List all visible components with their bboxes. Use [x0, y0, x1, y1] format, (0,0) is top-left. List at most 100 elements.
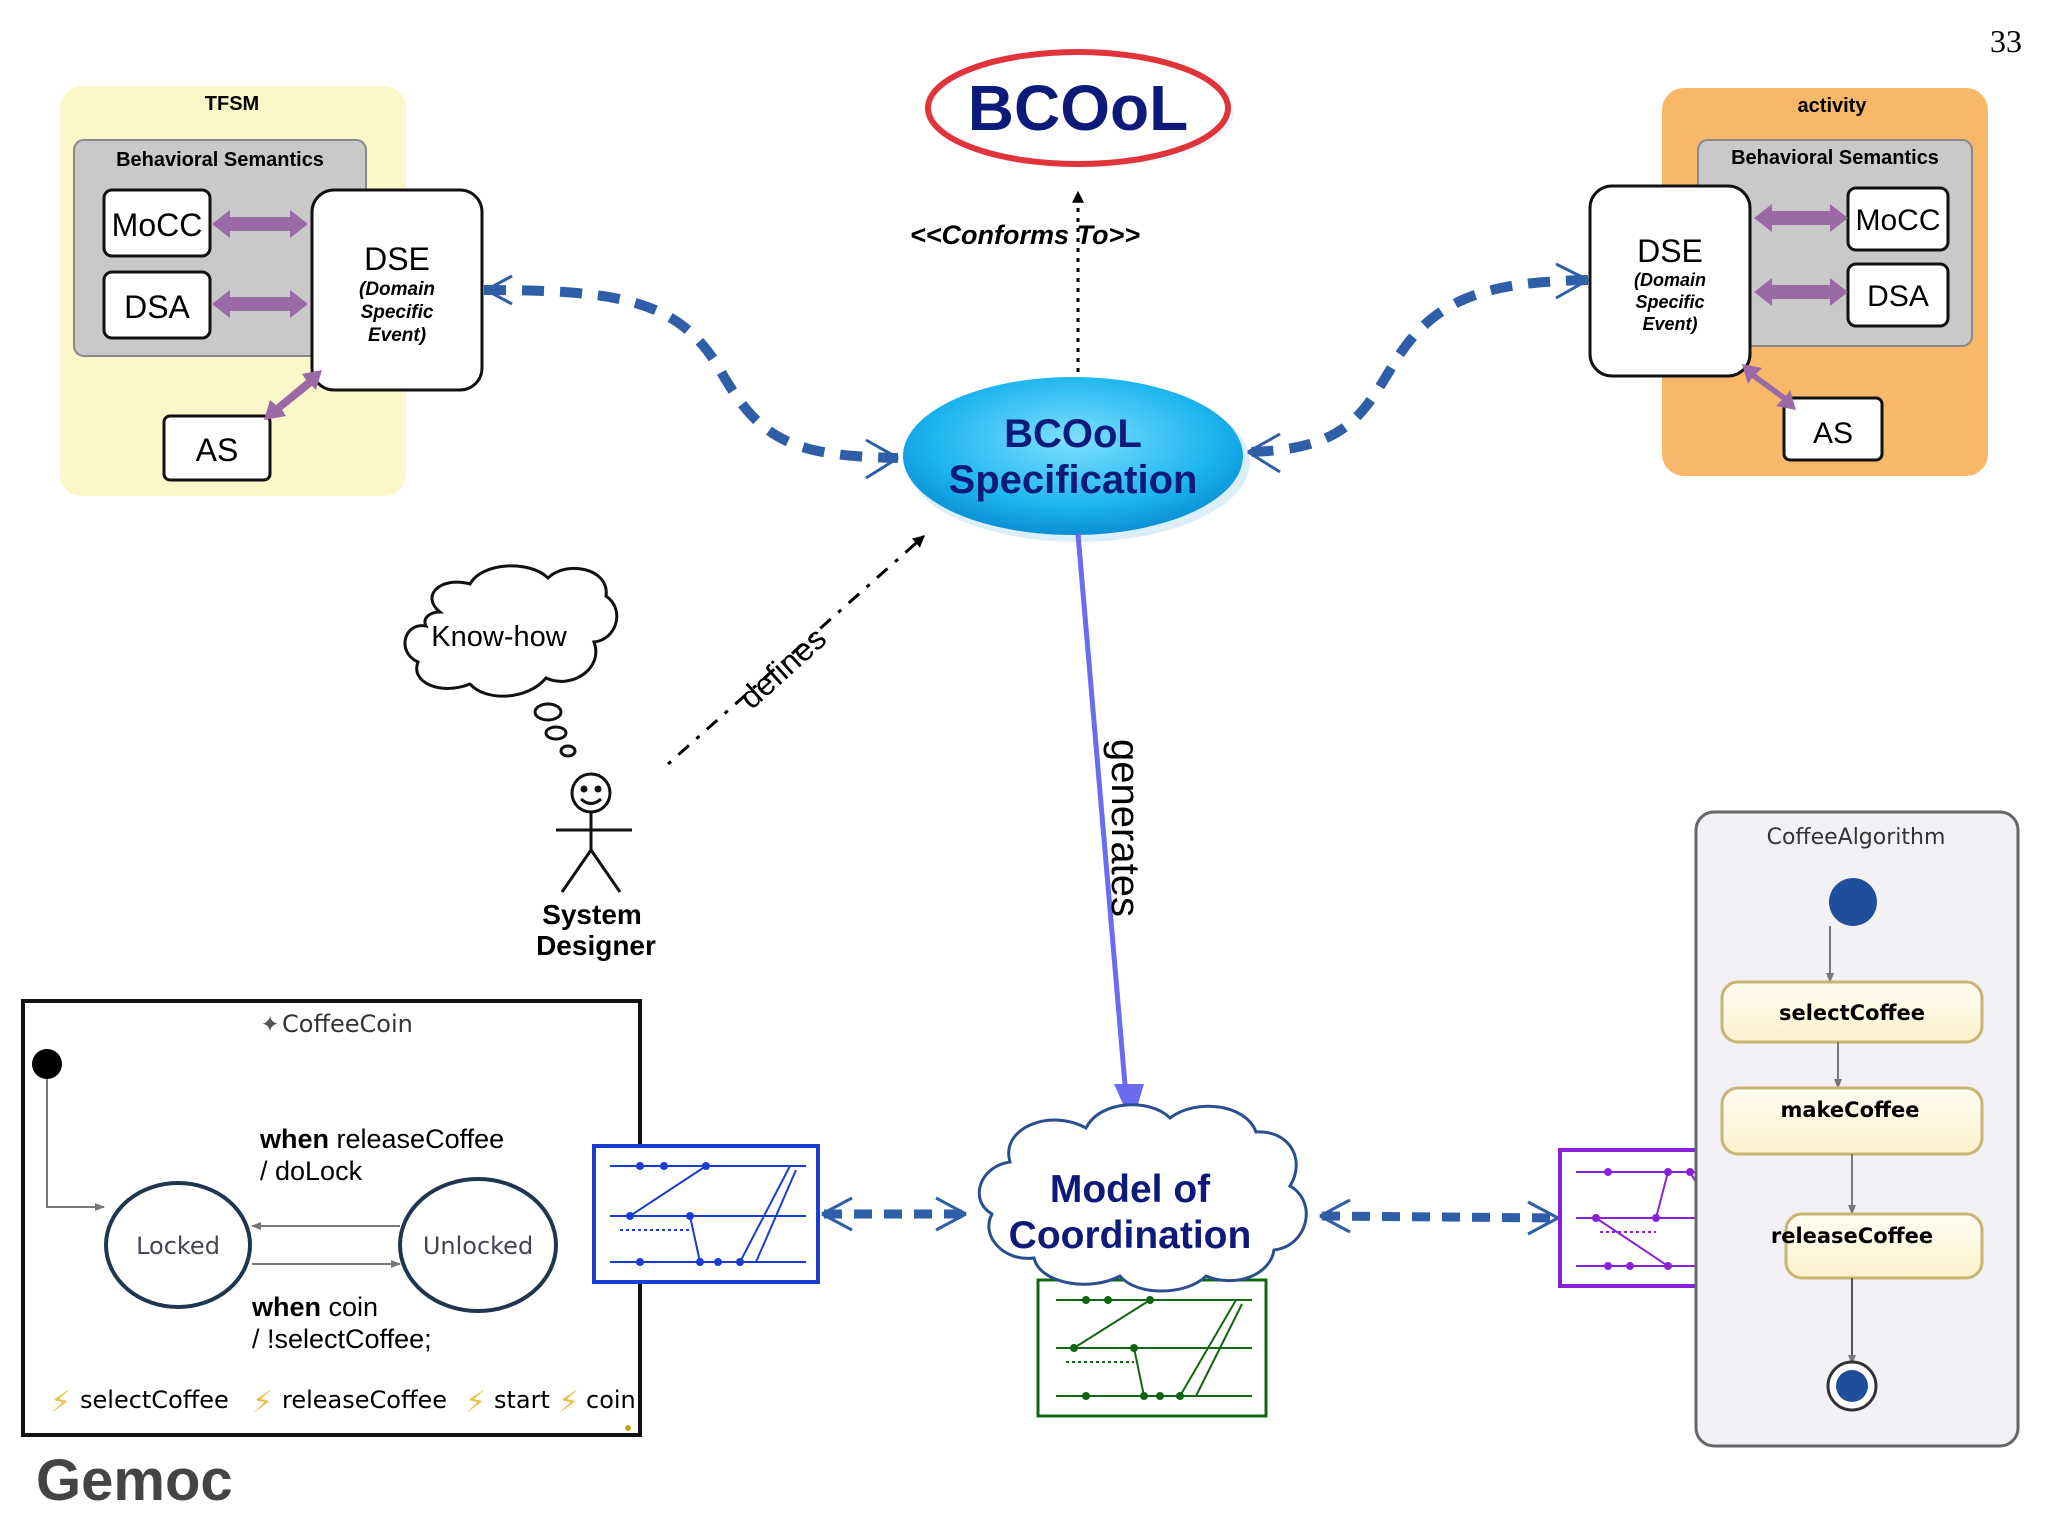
transition2-when: when coin	[251, 1292, 378, 1322]
state-locked-label: Locked	[136, 1232, 220, 1260]
designer-line1: System	[542, 899, 642, 930]
transition1-kw: when	[259, 1124, 329, 1154]
activity-as: AS	[1813, 417, 1853, 450]
tfsm-double-arrows	[212, 210, 322, 420]
activity-model: activity Behavioral Semantics DSE (Domai…	[1588, 88, 1988, 476]
coffeecoin-statemachine: ✦ CoffeeCoin Locked Unlocked when releas…	[21, 999, 642, 1437]
bcool-specification: BCOoL Specification	[903, 377, 1250, 542]
activity-dse-sub1: (Domain	[1634, 270, 1706, 290]
left-dse-link	[483, 285, 899, 463]
transition2-event: coin	[321, 1292, 378, 1322]
activity-dsa-box	[1846, 262, 1950, 328]
state-locked	[104, 1181, 252, 1309]
resize-handle-icon	[625, 1425, 631, 1431]
event-list: ⚡ selectCoffee ⚡ releaseCoffee ⚡ start ⚡…	[50, 1385, 636, 1420]
action-release-coffee-label: releaseCoffee	[1771, 1224, 1933, 1248]
title-text: BCOoL	[968, 72, 1188, 144]
activity-dsa: DSA	[1867, 280, 1929, 313]
system-designer-figure	[556, 772, 632, 893]
transition1-action: / doLock	[260, 1156, 363, 1186]
tfsm-dse-box	[310, 188, 484, 392]
tfsm-dse: DSE	[364, 241, 430, 277]
lightning-icon: ⚡	[252, 1385, 273, 1420]
activity-dse-box	[1588, 184, 1752, 378]
activity-as-box	[1782, 396, 1884, 462]
tfsm-mocc-box	[102, 188, 212, 258]
bcool-title: BCOoL	[925, 49, 1234, 168]
right-dse-link	[1247, 275, 1589, 457]
event-start: start	[494, 1386, 550, 1414]
lightning-icon: ⚡	[558, 1385, 579, 1420]
transition1-when: when releaseCoffee	[259, 1124, 504, 1154]
moc-line1: Model of	[1050, 1168, 1211, 1211]
defines-label: defines	[732, 620, 833, 716]
activity-dse-sub2: Specific	[1635, 292, 1704, 312]
action-select-coffee-label: selectCoffee	[1779, 1001, 1925, 1025]
coffeecoin-icon: ✦	[260, 1012, 279, 1038]
activity-title: activity	[1798, 95, 1868, 117]
state-unlocked	[398, 1177, 558, 1313]
left-dse-link-head-b	[865, 438, 899, 480]
spec-line1: BCOoL	[1004, 412, 1142, 456]
tfsm-dse-sub2: Specific	[361, 302, 434, 323]
knowhow-cloud: Know-how	[403, 564, 619, 758]
right-moc-link-head-b	[1527, 1200, 1559, 1236]
state-unlocked-label: Unlocked	[423, 1232, 533, 1260]
generates-arrow	[1075, 533, 1131, 1121]
defines-arrow	[667, 534, 925, 766]
tfsm-as: AS	[196, 432, 239, 468]
lightning-icon: ⚡	[465, 1385, 486, 1420]
tfsm-dsa: DSA	[124, 289, 190, 325]
generates-label: generates	[1103, 739, 1147, 917]
initial-state	[32, 1049, 62, 1079]
right-moc-link	[1321, 1211, 1557, 1223]
conforms-label: <<Conforms To>>	[910, 220, 1140, 250]
page-number: 33	[1990, 23, 2022, 59]
right-moc-link-head-a	[1319, 1198, 1351, 1234]
action-make-coffee-label: makeCoffee	[1780, 1098, 1919, 1122]
event-release-coffee: releaseCoffee	[282, 1386, 447, 1414]
tfsm-model: TFSM Behavioral Semantics MoCC DSA DSE (…	[60, 86, 484, 496]
model-of-coordination: Model of Coordination	[977, 1103, 1308, 1293]
tfsm-semantics-label: Behavioral Semantics	[116, 149, 324, 171]
activity-double-arrows	[1742, 204, 1848, 410]
logo-text: Gemoc	[36, 1448, 233, 1513]
activity-dse: DSE	[1637, 233, 1703, 269]
transition2-kw: when	[251, 1292, 321, 1322]
coffeecoin-title: CoffeeCoin	[282, 1010, 413, 1038]
gemoc-logo: Gemoc	[36, 1448, 233, 1513]
coffee-algorithm-title: CoffeeAlgorithm	[1767, 825, 1946, 850]
tfsm-dse-sub1: (Domain	[359, 279, 435, 300]
transition1-event: releaseCoffee	[329, 1124, 504, 1154]
right-dse-link-head-a	[1555, 262, 1589, 300]
lightning-icon: ⚡	[50, 1385, 71, 1420]
right-dse-link-head-b	[1247, 432, 1281, 474]
tfsm-dsa-box	[102, 270, 212, 340]
activity-mocc: MoCC	[1855, 204, 1940, 237]
transition2-action: / !selectCoffee;	[252, 1324, 432, 1354]
spec-line2: Specification	[949, 458, 1198, 502]
green-timing-diagram	[1036, 1278, 1268, 1418]
activity-semantics-label: Behavioral Semantics	[1731, 147, 1939, 169]
coffee-algorithm-activity: CoffeeAlgorithm selectCoffee makeCoffee …	[1694, 810, 2020, 1448]
knowhow-label: Know-how	[431, 621, 567, 653]
activity-mocc-box	[1846, 186, 1950, 252]
activity-initial-node	[1829, 878, 1877, 926]
tfsm-title: TFSM	[205, 93, 259, 115]
tfsm-dse-sub3: Event)	[368, 325, 426, 346]
activity-dse-sub3: Event)	[1642, 314, 1697, 334]
tfsm-as-box	[162, 414, 272, 482]
event-select-coffee: selectCoffee	[80, 1386, 229, 1414]
action-select-coffee	[1720, 980, 1984, 1044]
blue-timing-diagram	[592, 1144, 820, 1284]
tfsm-mocc: MoCC	[112, 207, 203, 243]
action-release-coffee	[1784, 1212, 1984, 1280]
moc-line2: Coordination	[1009, 1214, 1252, 1257]
event-coin: coin	[586, 1386, 636, 1414]
left-moc-link-head-b	[935, 1196, 967, 1232]
left-moc-link-head-a	[821, 1196, 853, 1232]
designer-line2: Designer	[536, 930, 656, 961]
left-dse-link-head-a	[485, 274, 513, 306]
